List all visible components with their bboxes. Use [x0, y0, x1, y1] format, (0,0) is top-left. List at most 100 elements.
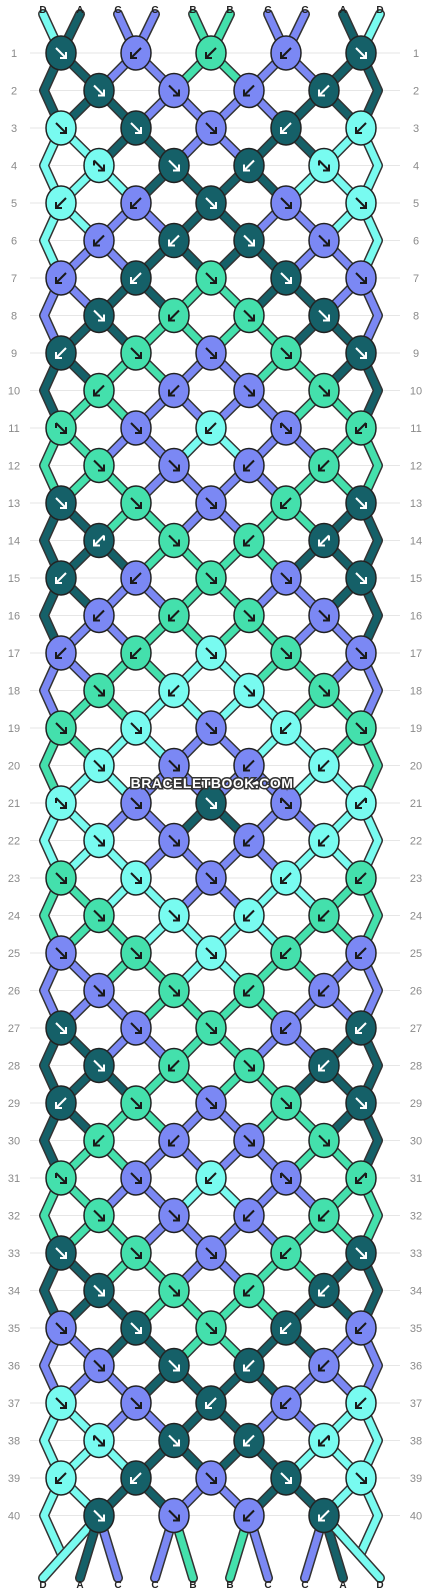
row-number-left: 33	[8, 1248, 20, 1260]
knot	[308, 222, 340, 259]
knot-arrow-head	[318, 1214, 325, 1222]
knot-arrow-shaft	[280, 1472, 292, 1484]
knot	[158, 147, 190, 184]
knot-arrow-shaft	[205, 497, 217, 509]
knot	[233, 147, 265, 184]
knot	[270, 260, 302, 296]
knot	[308, 1497, 340, 1534]
knot-arrow-head	[243, 1289, 250, 1297]
knot-arrow-shaft	[243, 609, 255, 622]
knot-arrow-shaft	[355, 497, 367, 509]
knot-arrow-head	[248, 1064, 255, 1072]
knot	[120, 560, 152, 596]
knot	[45, 260, 77, 296]
knot	[345, 335, 377, 371]
knot-arrow-shaft	[318, 1209, 330, 1222]
knot	[83, 522, 115, 559]
strand-label-top: C	[301, 5, 308, 16]
knot	[345, 710, 377, 746]
knot-arrow-head	[173, 539, 180, 547]
knot-arrow-head	[355, 1027, 362, 1034]
knot-arrow-shaft	[243, 309, 255, 322]
knot-arrow-shaft	[205, 347, 217, 359]
knot	[195, 1235, 227, 1271]
knot-arrow-shaft	[243, 1359, 255, 1372]
knot-arrow-head	[98, 839, 105, 847]
knot-arrow-head	[205, 52, 212, 59]
knot-arrow-head	[280, 1402, 287, 1409]
row-number-left: 13	[8, 498, 20, 510]
knot	[270, 785, 302, 821]
strand-label-top: D	[39, 5, 46, 16]
knot-arrow-shaft	[280, 722, 292, 734]
knot-arrow-shaft	[243, 84, 255, 97]
knot-arrow-head	[280, 1327, 287, 1334]
knot-arrow-shaft	[130, 947, 142, 959]
knot	[120, 860, 152, 896]
knot	[45, 1160, 77, 1196]
knot-arrow-shaft	[55, 47, 67, 59]
knot-arrow-shaft	[318, 459, 330, 472]
knot-arrow-shaft	[130, 272, 142, 284]
knot-arrow-head	[210, 1027, 217, 1034]
knot	[233, 1122, 265, 1159]
knot-arrow-head	[318, 914, 325, 922]
knot-arrow-head	[205, 1177, 212, 1184]
knot-arrow-head	[285, 277, 292, 284]
knot-arrow-head	[173, 1214, 180, 1222]
knot	[83, 372, 115, 409]
knot-arrow-shaft	[243, 1134, 255, 1147]
knot-arrow-shaft	[130, 497, 142, 509]
row-number-right: 34	[410, 1286, 422, 1298]
knot	[83, 147, 115, 184]
knot	[195, 410, 227, 446]
knot	[233, 897, 265, 934]
knot-arrow-shaft	[55, 1022, 67, 1034]
watermark-text: BRACELETBOOK.COM	[131, 775, 294, 791]
row-number-left: 19	[8, 723, 20, 735]
knot-arrow-head	[130, 1477, 137, 1484]
knot-arrow-shaft	[280, 272, 292, 284]
strand-label-top: D	[376, 5, 383, 16]
row-number-right: 25	[410, 948, 422, 960]
row-number-left: 11	[8, 423, 19, 435]
knot	[345, 785, 377, 821]
knot	[233, 72, 265, 109]
knot	[158, 1122, 190, 1159]
knot-arrow-shaft	[55, 497, 67, 509]
knot-arrow-head	[135, 1402, 142, 1409]
knot	[45, 485, 77, 521]
knot-arrow-shaft	[280, 872, 292, 884]
knot	[308, 1047, 340, 1084]
knot-arrow-shaft	[130, 1022, 142, 1034]
knot-arrow-head	[55, 577, 62, 584]
knot-arrow-shaft	[318, 1059, 330, 1072]
row-number-left: 27	[8, 1023, 20, 1035]
knot	[120, 1310, 152, 1346]
knot-arrow-head	[135, 427, 142, 434]
knot-arrow-shaft	[355, 1322, 367, 1334]
strand-label-bottom: C	[151, 1580, 158, 1591]
knot	[83, 672, 115, 709]
knot-arrow-head	[60, 127, 67, 134]
row-number-left: 1	[11, 48, 17, 60]
knot-arrow-head	[60, 502, 67, 509]
knot-arrow-head	[280, 1027, 287, 1034]
knot	[345, 410, 377, 446]
knot	[233, 447, 265, 484]
knot-arrow-head	[243, 539, 250, 547]
knot	[345, 35, 377, 71]
knot	[195, 710, 227, 746]
knot-arrow-shaft	[318, 909, 330, 922]
knot-arrow-shaft	[318, 984, 330, 997]
knot-arrow-shaft	[355, 1472, 367, 1484]
knot	[308, 747, 340, 784]
knot-arrow-shaft	[318, 1134, 330, 1147]
knot-arrow-shaft	[168, 234, 180, 247]
strand-label-bottom: D	[376, 1580, 383, 1591]
strand-label-top: B	[189, 5, 196, 16]
knot-arrow-head	[210, 1102, 217, 1109]
knot-arrow-head	[98, 914, 105, 922]
knot-arrow-shaft	[205, 572, 217, 584]
